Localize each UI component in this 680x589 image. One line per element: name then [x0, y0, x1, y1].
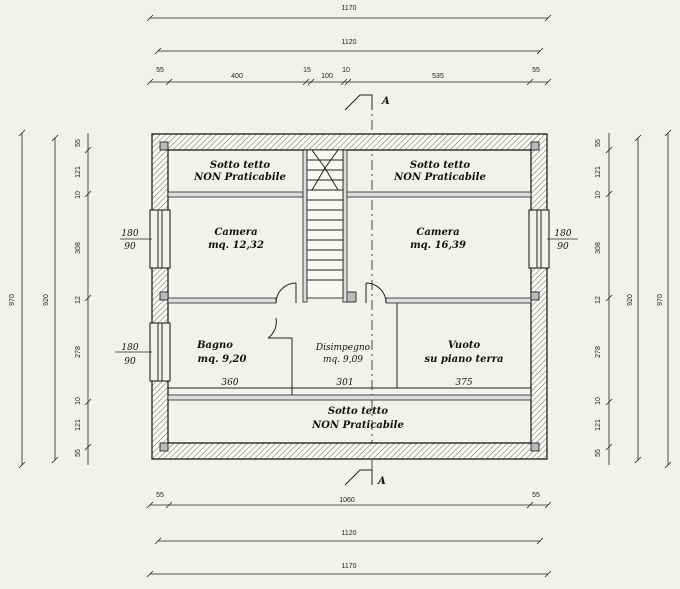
- right-s2: 121: [595, 166, 602, 178]
- left-overall-dim: 970: [9, 294, 16, 306]
- left-s3: 10: [75, 191, 82, 199]
- right-s1: 55: [595, 139, 602, 147]
- attic-left-title: Sotto tetto: [210, 160, 271, 171]
- disimpegno-area: mq. 9,09: [323, 355, 363, 365]
- right-s9: 55: [595, 449, 602, 457]
- attic-bottom-subtitle: NON Praticabile: [311, 420, 404, 431]
- window2-width: 180: [121, 343, 138, 353]
- left-s9: 55: [75, 449, 82, 457]
- window1-width: 180: [121, 229, 138, 239]
- disimpegno-width: 301: [336, 378, 353, 388]
- right-s8: 121: [595, 419, 602, 431]
- camera-right-area: mq. 16,39: [410, 240, 466, 251]
- right-s7: 10: [595, 397, 602, 405]
- top-dimensions: 1170 1120 55 400 15 100 10 535 55: [146, 5, 552, 86]
- window3-height: 90: [557, 242, 569, 252]
- top-seg6: 535: [432, 73, 444, 80]
- right-dimensions: 55 121 10 308 12 278 10 121 55 920 970: [595, 129, 672, 469]
- left-s2: 121: [75, 166, 82, 178]
- vuoto-subtitle: su piano terra: [424, 354, 503, 365]
- left-dimensions: 970 920 55 121 10 308 12 278 10 121 55: [9, 129, 92, 469]
- bottom-overall-dim: 1170: [341, 563, 356, 570]
- bagno-title: Bagno: [196, 340, 233, 351]
- room-labels: Sotto tetto NON Praticabile Sotto tetto …: [193, 160, 503, 431]
- attic-right-title: Sotto tetto: [410, 160, 471, 171]
- left-inner-dim: 920: [43, 294, 50, 306]
- attic-bottom-title: Sotto tetto: [328, 406, 389, 417]
- right-s6: 278: [595, 346, 602, 358]
- top-seg4: 100: [321, 73, 333, 80]
- top-seg7: 55: [532, 67, 540, 74]
- left-s7: 10: [75, 397, 82, 405]
- bottom-right-dim: 55: [532, 492, 540, 499]
- right-s3: 10: [595, 191, 602, 199]
- section-line-a: A A: [344, 94, 390, 487]
- vuoto-title: Vuoto: [448, 340, 481, 351]
- camera-left-area: mq. 12,32: [208, 240, 264, 251]
- left-s5: 12: [75, 296, 82, 304]
- door-swings: [267, 282, 387, 339]
- bottom-inner-dim: 1120: [341, 530, 356, 537]
- top-inner-dim: 1120: [341, 39, 356, 46]
- section-marker-bottom: A: [377, 476, 386, 487]
- section-marker-top: A: [381, 96, 390, 107]
- bagno-width: 360: [221, 378, 238, 388]
- disimpegno-title: Disimpegno: [315, 343, 371, 353]
- right-s4: 308: [595, 242, 602, 254]
- left-s6: 278: [75, 346, 82, 358]
- right-s5: 12: [595, 296, 602, 304]
- vuoto-width: 375: [455, 378, 472, 388]
- bottom-mid-dim: 1060: [339, 497, 355, 504]
- staircase: [306, 149, 344, 299]
- window1-height: 90: [124, 242, 136, 252]
- window2-height: 90: [124, 357, 136, 367]
- attic-right-subtitle: NON Praticabile: [393, 172, 486, 183]
- top-overall-dim: 1170: [341, 5, 356, 12]
- window3-width: 180: [554, 229, 571, 239]
- left-s1: 55: [75, 139, 82, 147]
- left-s4: 308: [75, 242, 82, 254]
- left-s8: 121: [75, 419, 82, 431]
- top-seg5: 10: [342, 67, 350, 74]
- right-overall-dim: 970: [657, 294, 664, 306]
- top-seg3: 15: [303, 67, 311, 74]
- top-seg2: 400: [231, 73, 243, 80]
- window-labels: 180 90 180 90 180 90: [115, 229, 578, 367]
- bottom-dimensions: 55 1060 55 1120 1170: [146, 492, 552, 578]
- right-inner-dim: 920: [627, 294, 634, 306]
- windows: [149, 209, 550, 382]
- bagno-area: mq. 9,20: [198, 354, 247, 365]
- bottom-left-dim: 55: [156, 492, 164, 499]
- pillars: [159, 141, 540, 452]
- camera-right-title: Camera: [416, 227, 459, 238]
- top-seg1: 55: [156, 67, 164, 74]
- camera-left-title: Camera: [214, 227, 257, 238]
- attic-left-subtitle: NON Praticabile: [193, 172, 286, 183]
